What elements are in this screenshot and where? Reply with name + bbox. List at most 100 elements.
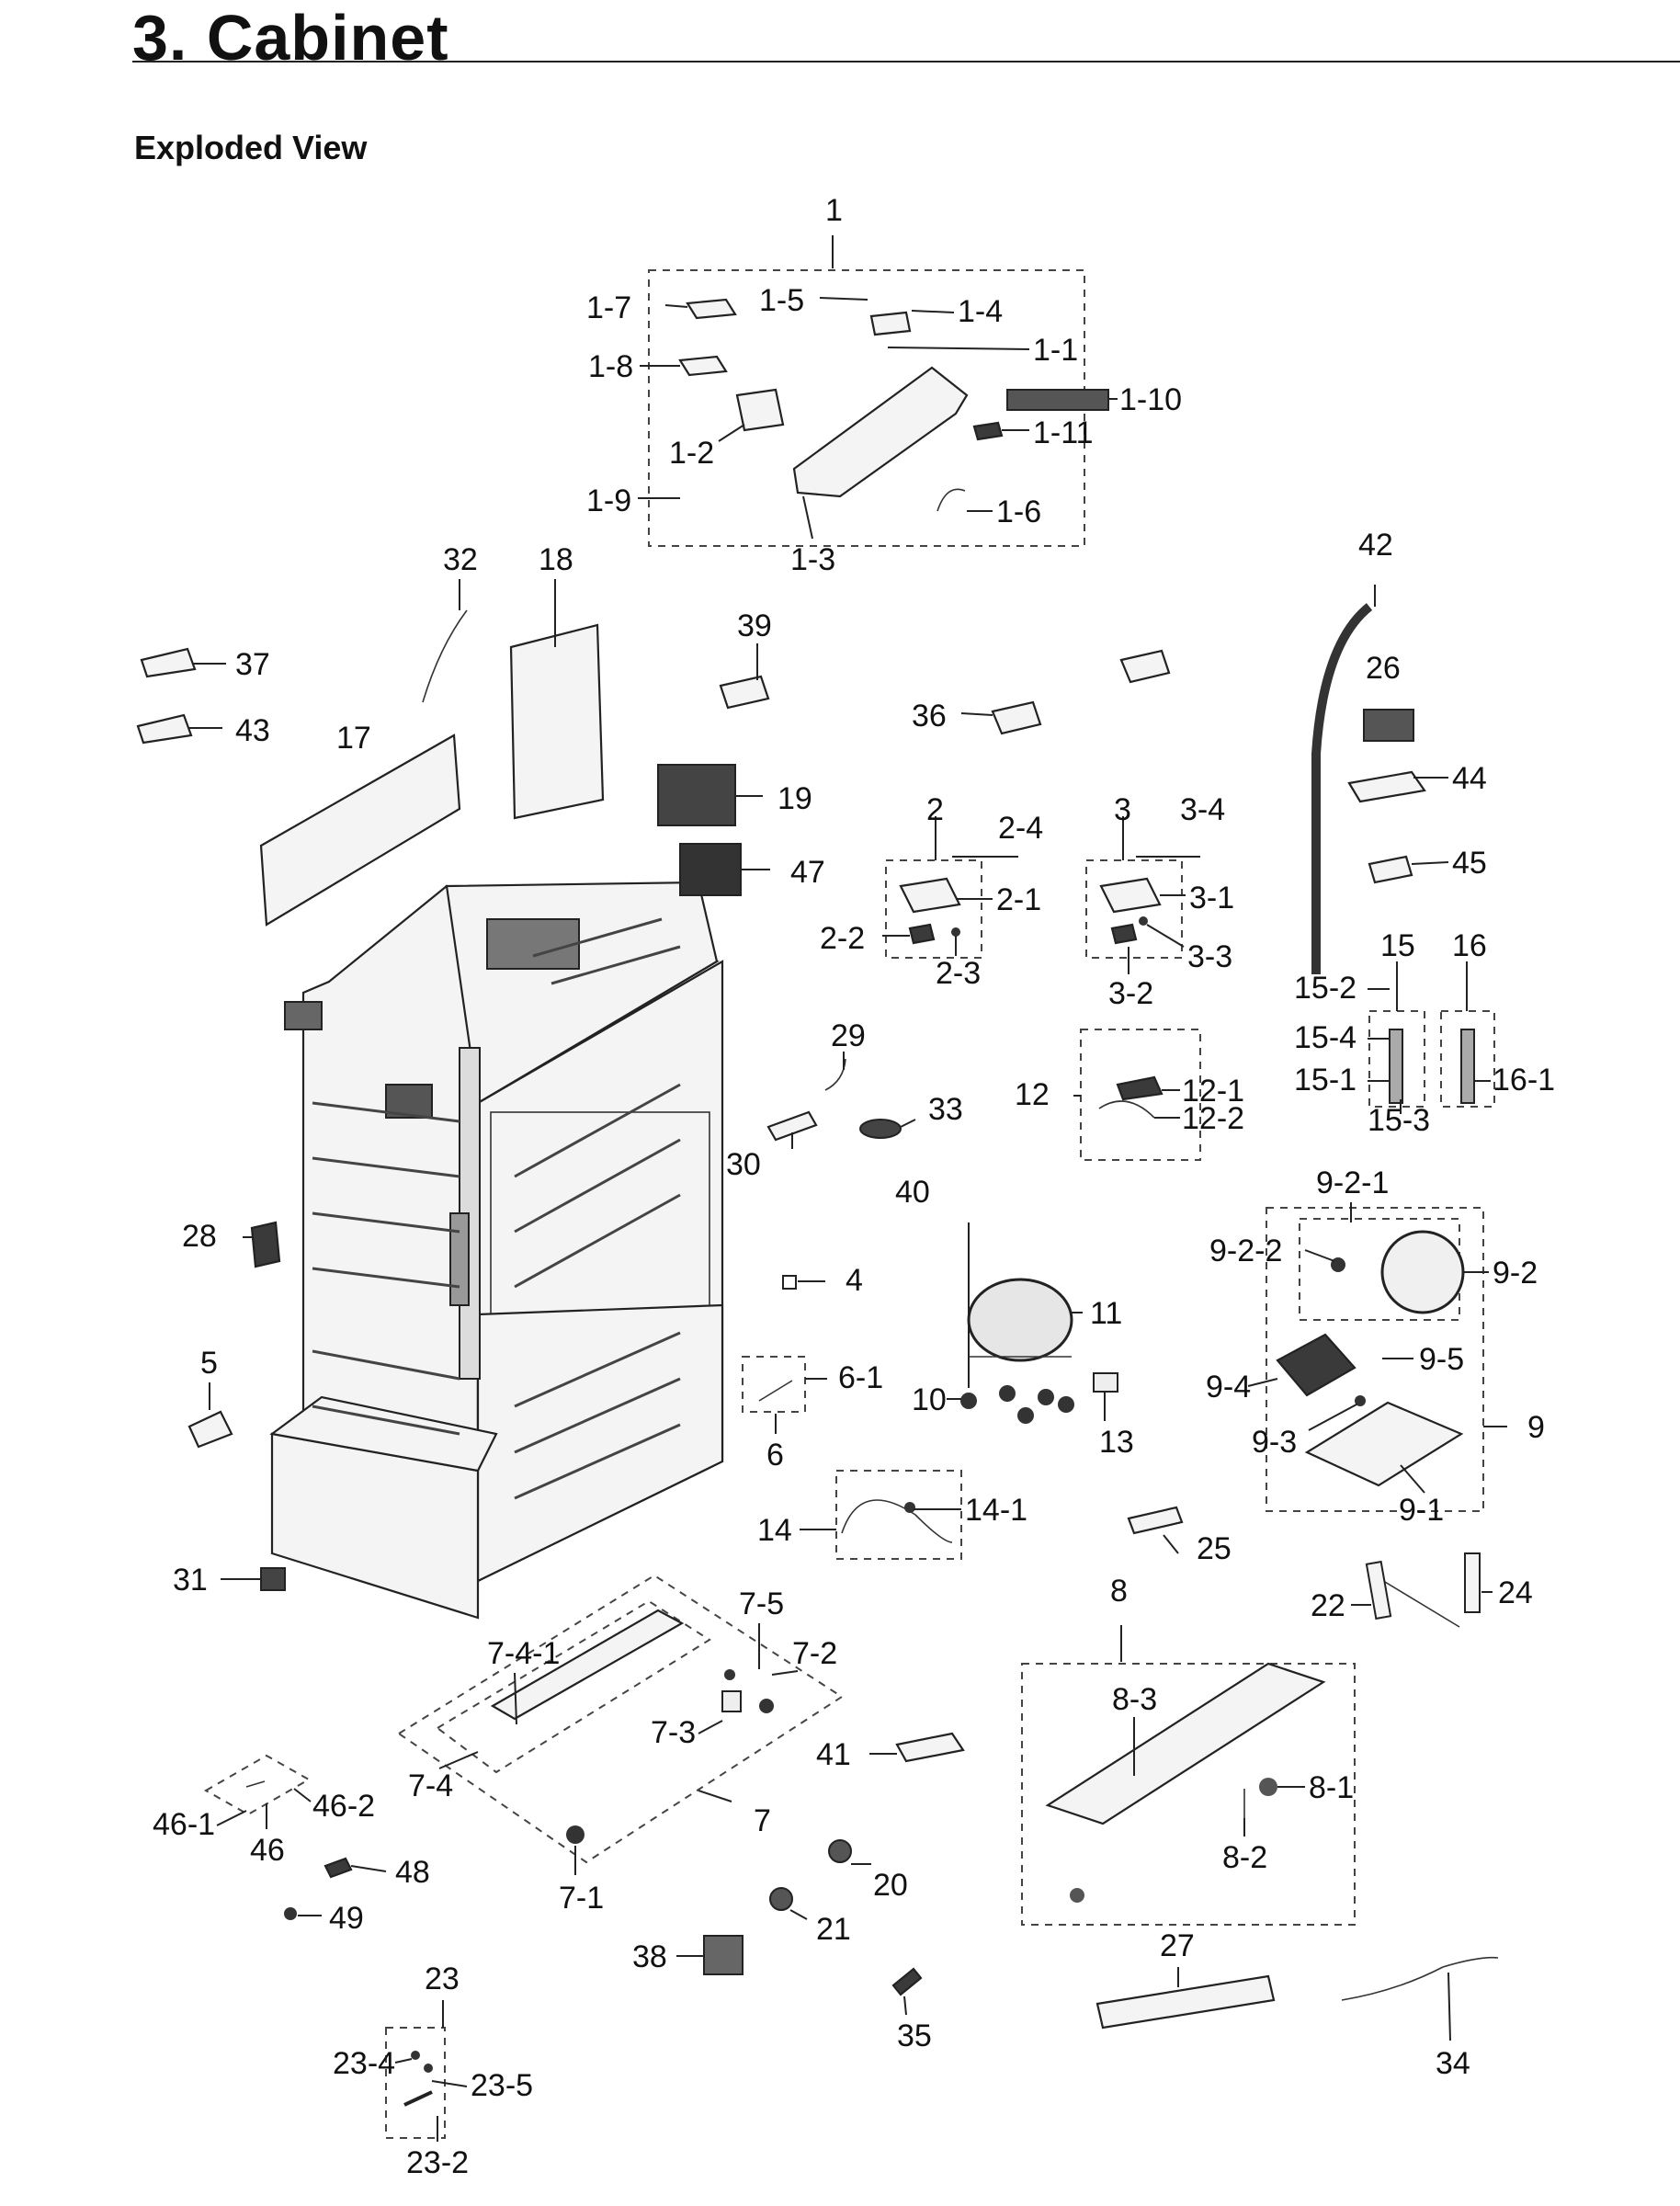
label-36: 36 — [912, 699, 947, 733]
label-11: 11 — [1090, 1296, 1122, 1331]
label-7-1: 7-1 — [559, 1881, 604, 1916]
part-3-1 — [1099, 877, 1162, 914]
label-17: 17 — [336, 721, 371, 756]
part-38 — [703, 1935, 744, 1975]
part-3-3 — [1139, 916, 1148, 926]
part-1-4 — [869, 311, 912, 336]
label-26: 26 — [1366, 651, 1401, 686]
label-46-2: 46-2 — [312, 1789, 375, 1824]
part-49 — [284, 1907, 297, 1920]
part-29 — [824, 1058, 846, 1091]
part-37 — [140, 647, 197, 678]
part-12-2 — [1098, 1100, 1155, 1119]
label-10: 10 — [912, 1382, 947, 1417]
label-33: 33 — [928, 1092, 963, 1127]
part-4 — [782, 1275, 797, 1290]
label-39: 39 — [737, 608, 772, 643]
box-7 — [397, 1574, 844, 1864]
part-unlabeled — [1119, 649, 1171, 684]
label-3-2: 3-2 — [1108, 976, 1153, 1011]
part-15 — [1389, 1029, 1403, 1104]
label-7: 7 — [754, 1803, 771, 1838]
part-35 — [891, 1967, 923, 1996]
label-41: 41 — [816, 1737, 851, 1772]
box-6 — [742, 1356, 806, 1413]
label-2-1: 2-1 — [996, 882, 1041, 917]
label-3-1: 3-1 — [1189, 881, 1234, 915]
label-2-3: 2-3 — [936, 956, 981, 991]
part-9-2 — [1380, 1230, 1465, 1314]
part-33 — [859, 1119, 902, 1139]
label-49: 49 — [329, 1901, 364, 1936]
part-9-3 — [1355, 1395, 1366, 1406]
part-9-4 — [1276, 1333, 1356, 1397]
part-2-2 — [908, 923, 936, 945]
part-1-6 — [936, 488, 966, 512]
part-5 — [187, 1410, 233, 1449]
part-41 — [895, 1732, 965, 1763]
part-30 — [766, 1110, 818, 1142]
label-5: 5 — [200, 1346, 218, 1381]
part-7-3 — [721, 1690, 742, 1712]
label-23-2: 23-2 — [406, 2145, 469, 2180]
label-1-3: 1-3 — [790, 542, 835, 577]
label-22: 22 — [1311, 1588, 1345, 1623]
label-43: 43 — [235, 713, 270, 748]
part-16 — [1460, 1029, 1475, 1104]
label-24: 24 — [1498, 1575, 1533, 1610]
box-7-4 — [436, 1599, 711, 1774]
part-28 — [250, 1221, 281, 1268]
label-40: 40 — [895, 1175, 930, 1210]
part-3-2 — [1110, 923, 1138, 945]
box-9 — [1266, 1207, 1484, 1512]
part-32 — [422, 609, 468, 703]
part-19 — [657, 764, 736, 826]
label-37: 37 — [235, 647, 270, 682]
label-29: 29 — [831, 1018, 866, 1053]
label-7-3: 7-3 — [651, 1715, 696, 1750]
part-1-2 — [735, 388, 785, 432]
part-42 — [1311, 603, 1373, 974]
label-2-4: 2-4 — [998, 811, 1043, 846]
box-23 — [385, 2027, 446, 2139]
label-8-1: 8-1 — [1309, 1770, 1354, 1805]
label-25: 25 — [1197, 1531, 1232, 1566]
part-23-5 — [424, 2064, 433, 2073]
part-7-5 — [724, 1669, 735, 1680]
label-15-3: 15-3 — [1368, 1103, 1430, 1138]
label-1-6: 1-6 — [996, 495, 1041, 529]
box-8 — [1021, 1663, 1356, 1926]
label-31: 31 — [173, 1563, 208, 1598]
title-rule — [132, 61, 1680, 63]
part-9-1 — [1304, 1401, 1464, 1487]
part-31 — [260, 1567, 286, 1591]
label-28: 28 — [182, 1219, 217, 1254]
box-16 — [1440, 1010, 1495, 1108]
parts — [136, 298, 1499, 2107]
label-9-2-2: 9-2-2 — [1209, 1234, 1282, 1268]
label-6: 6 — [766, 1438, 784, 1473]
label-16-1: 16-1 — [1493, 1063, 1555, 1097]
label-2-2: 2-2 — [820, 921, 865, 956]
label-1-9: 1-9 — [586, 483, 631, 518]
box-2 — [885, 859, 982, 959]
label-15-1: 15-1 — [1294, 1063, 1356, 1097]
part-1-11 — [972, 421, 1004, 441]
label-9-3: 9-3 — [1252, 1425, 1297, 1460]
group-boxes — [203, 269, 1495, 2139]
part-18 — [509, 623, 605, 820]
label-45: 45 — [1452, 846, 1487, 881]
label-15-2: 15-2 — [1294, 971, 1356, 1006]
label-9-2-1: 9-2-1 — [1316, 1166, 1389, 1200]
part-14-1 — [904, 1502, 915, 1513]
label-42: 42 — [1358, 528, 1393, 563]
part-1-8 — [678, 355, 728, 377]
label-46-1: 46-1 — [153, 1807, 215, 1842]
label-1-2: 1-2 — [669, 436, 714, 471]
label-20: 20 — [873, 1868, 908, 1903]
label-14-1: 14-1 — [965, 1493, 1027, 1528]
part-1-3 — [792, 366, 969, 498]
label-1-1: 1-1 — [1033, 333, 1078, 368]
label-1-5: 1-5 — [759, 283, 804, 318]
